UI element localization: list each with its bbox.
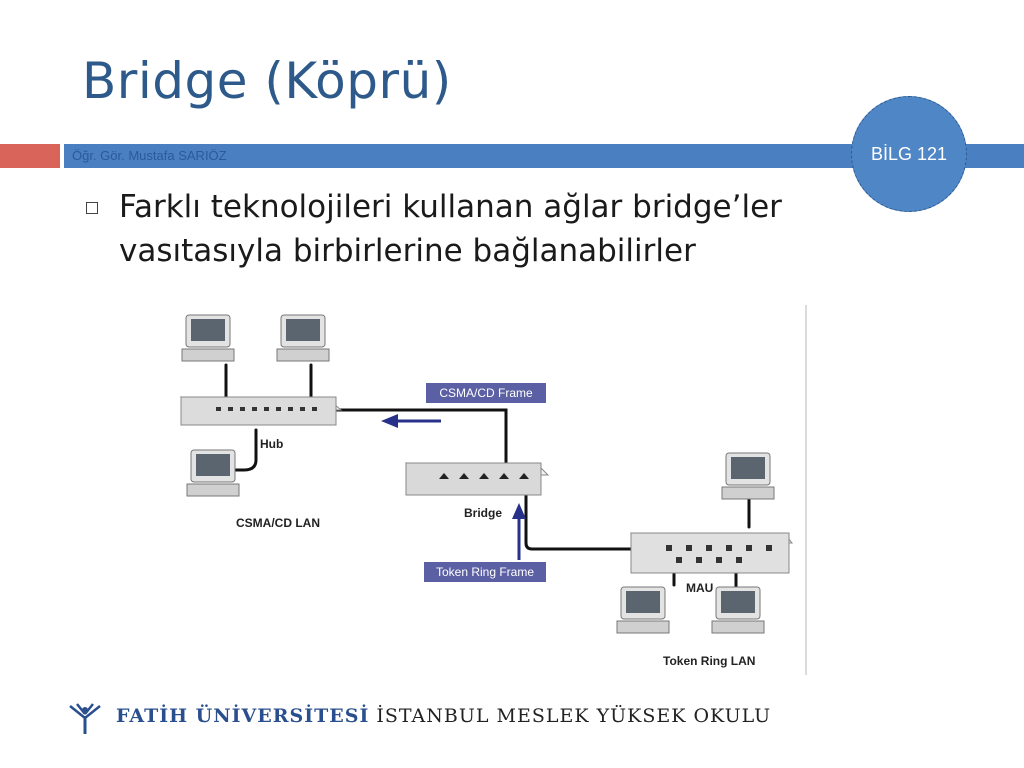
mau-device [629,532,794,574]
computer-icon [186,449,240,497]
footer: FATİH ÜNİVERSİTESİ İSTANBUL MESLEK YÜKSE… [66,700,866,736]
bridge-label: Bridge [464,506,502,520]
tree-emblem-icon [69,703,101,734]
school-name: İSTANBUL MESLEK YÜKSEK OKULU [376,705,772,727]
accent-bar-left [0,144,60,168]
computer-icon [711,586,765,634]
hub-device [179,396,343,426]
token-lan-label: Token Ring LAN [663,654,755,668]
network-diagram: CSMA/CD Frame Token Ring Frame Hub CSMA/… [179,305,807,675]
direction-arrows [381,414,526,560]
course-code: BİLG 121 [870,143,948,164]
computer-icon [181,314,235,362]
footer-institution: FATİH ÜNİVERSİTESİ İSTANBUL MESLEK YÜKSE… [116,705,771,727]
author-label: Öğr. Gör. Mustafa SARIÖZ [72,148,227,163]
csma-frame-box [426,383,546,403]
course-badge: BİLG 121 [851,96,967,212]
bullet-marker [86,202,98,214]
token-frame-box [424,562,546,582]
computer-icon [276,314,330,362]
bridge-device [404,462,550,496]
mau-label: MAU [686,581,713,595]
token-frame-label: Token Ring Frame [436,565,534,579]
bullet-text: Farklı teknolojileri kullanan ağlar brid… [119,189,782,269]
hub-label: Hub [260,437,283,451]
slide-title: Bridge (Köprü) [82,52,452,110]
csma-lan-label: CSMA/CD LAN [236,516,320,530]
computer-icon [721,452,775,500]
university-name: FATİH ÜNİVERSİTESİ [116,705,370,727]
computer-icon [616,586,670,634]
csma-frame-label: CSMA/CD Frame [439,386,533,400]
